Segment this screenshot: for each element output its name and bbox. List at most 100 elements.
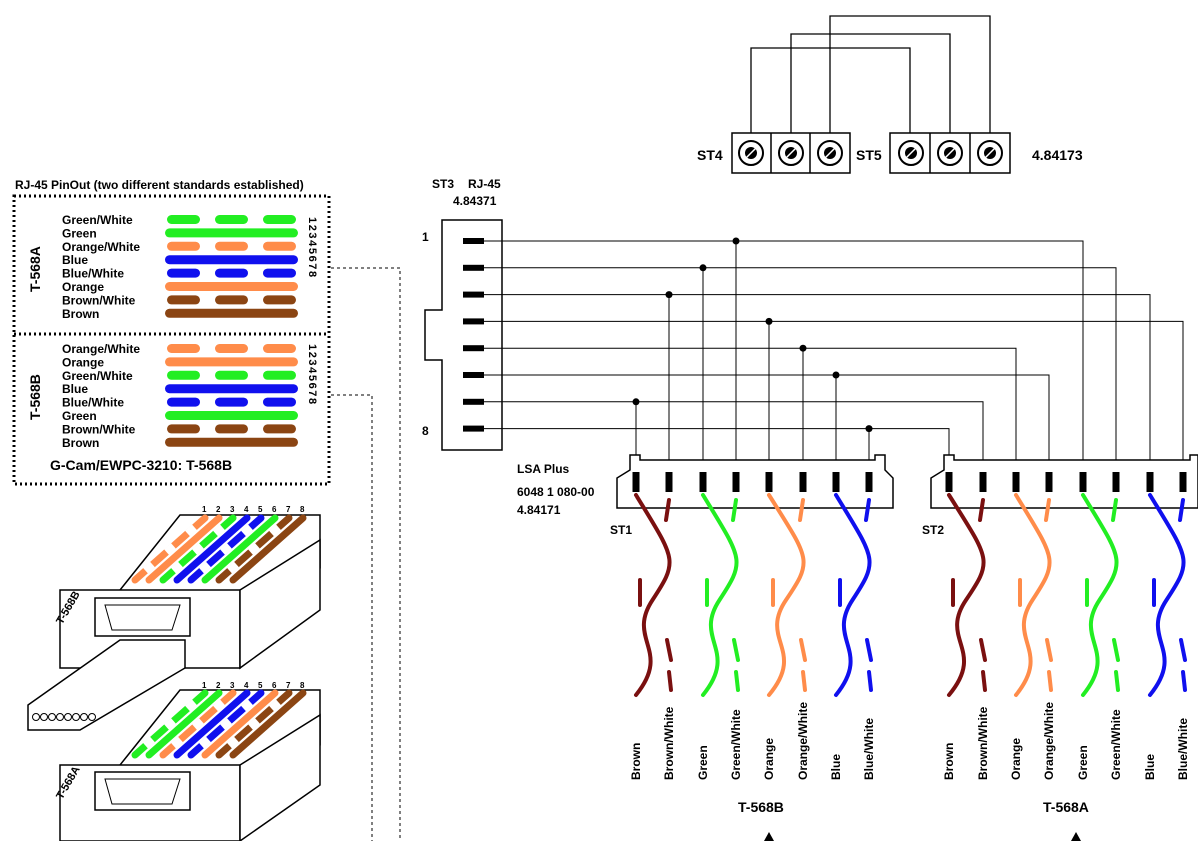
twisted-wire-stripe <box>865 638 873 662</box>
t568b-wire-stripe <box>215 344 248 353</box>
twisted-wire-stripe <box>799 638 807 662</box>
connector-wire <box>201 514 279 584</box>
t568b-side-label: T-568B <box>27 374 43 420</box>
connector-wire-stripe <box>248 718 260 730</box>
t568a-wire-stripe <box>167 215 200 224</box>
connector-wire-stripe <box>220 718 232 730</box>
signal-wire <box>484 347 1017 472</box>
connector-wire-stripe <box>171 736 183 749</box>
rj45-pin-last: 8 <box>422 424 429 438</box>
wire-label: Green/White <box>729 709 743 780</box>
connector-wire-stripe <box>171 561 183 574</box>
rj45-label: RJ-45 <box>468 177 501 191</box>
t568b-wire-bar <box>165 437 298 447</box>
connector-wire <box>145 514 223 584</box>
connector-wire <box>229 514 307 584</box>
twisted-wire-stripe <box>667 670 673 692</box>
t568a-wire-stripe <box>263 295 296 305</box>
wire-label: Blue/White <box>862 718 876 780</box>
lsa-contact <box>1146 472 1154 492</box>
rj45-pin <box>463 238 484 244</box>
rj45-pin <box>463 291 484 298</box>
lsa-contact <box>632 472 640 492</box>
connector-pin-number: 6 <box>272 505 277 514</box>
cable-conductor <box>32 713 40 721</box>
t568a-wire-name: Orange/White <box>62 240 140 254</box>
st5-label: ST5 <box>856 147 882 163</box>
lsa-contact <box>765 472 773 492</box>
twisted-wire-stripe <box>1044 498 1051 522</box>
connector-pin-number: 7 <box>286 681 291 690</box>
t568b-wire-name: Brown/White <box>62 422 136 436</box>
connector-wire-stripe <box>185 699 197 712</box>
st4-label: ST4 <box>697 147 723 163</box>
lsa-block-st2 <box>930 454 1198 509</box>
screw-slot <box>783 145 799 161</box>
lsa-contacts <box>632 472 1187 492</box>
connector-wire-stripe <box>164 718 176 730</box>
rj45-pin-first: 1 <box>422 230 429 244</box>
t568a-wire-name: Brown/White <box>62 293 136 307</box>
t568a-wire-bar <box>165 255 298 265</box>
connector-pin-number: 2 <box>216 505 221 514</box>
lsa-contact <box>832 472 840 492</box>
lsa-part-code: 6048 1 080-00 <box>517 485 595 499</box>
st3-label: ST3 <box>432 177 454 191</box>
t568a-wire-stripe <box>215 215 248 224</box>
wire-junction <box>799 344 807 352</box>
cable-conductor <box>56 713 64 721</box>
t568b-wire-stripe <box>167 344 200 353</box>
t568b-wire-names: Orange/WhiteOrangeGreen/WhiteBlueBlue/Wh… <box>62 342 140 450</box>
connector-pin-number: 5 <box>258 681 263 690</box>
t568a-wire-stripe <box>263 268 296 278</box>
connector-wire-stripe <box>213 524 225 537</box>
t568a-pin-numbers: 12345678 <box>306 217 318 279</box>
rj45-pin <box>463 425 484 432</box>
terminal-link <box>790 33 951 141</box>
lsa-contact <box>1179 472 1187 492</box>
lsa-contact <box>1112 472 1120 492</box>
connector-wire-stripe <box>241 699 253 712</box>
connector-wire-stripe <box>199 736 211 749</box>
signal-wires <box>484 237 1184 472</box>
connector-wire <box>173 514 251 584</box>
connector-wire-stripe <box>269 699 281 712</box>
wire-label: Blue <box>1143 754 1157 780</box>
connector-wire-stripe <box>227 736 239 749</box>
connector-wire-stripe <box>248 543 260 555</box>
connector-pin-number: 1 <box>202 505 207 514</box>
st2-arrow <box>1071 832 1081 841</box>
connector-pin-number: 3 <box>230 681 235 690</box>
signal-wire <box>484 294 1151 472</box>
connector-wire-stripe <box>199 561 211 574</box>
lsa-contact <box>799 472 807 492</box>
pinout-footer: G-Cam/EWPC-3210: T-568B <box>50 457 232 473</box>
connector-pin-number: 1 <box>202 681 207 690</box>
wire-label: Orange/White <box>1042 702 1056 780</box>
t568a-wire-stripe <box>263 241 296 251</box>
t568a-wire-name: Green/White <box>62 213 133 227</box>
connector-wire <box>229 689 307 759</box>
twisted-wire-stripe <box>1181 670 1187 692</box>
connector-pin-number: 8 <box>300 505 305 514</box>
lsa-contact <box>699 472 707 492</box>
terminals-part-number: 4.84173 <box>1032 147 1083 163</box>
twisted-wire-stripe <box>732 638 740 662</box>
t568b-wire-name: Green <box>62 409 97 423</box>
lsa-contact <box>665 472 673 492</box>
t568a-wire-bar <box>165 282 298 291</box>
twisted-wire <box>701 493 739 697</box>
connector-pin-number: 4 <box>244 505 249 514</box>
rj45-jack <box>424 219 503 451</box>
st2-standard-label: T-568A <box>1043 799 1089 815</box>
t568a-wire-name: Blue <box>62 253 88 267</box>
wire-junction <box>665 291 673 299</box>
terminal-wires <box>750 15 991 141</box>
lsa-part-number: 4.84171 <box>517 503 561 517</box>
terminal-link <box>829 15 991 141</box>
t568a-wire-stripe <box>263 215 296 224</box>
wire-label: Orange/White <box>796 702 810 780</box>
connector-wire-stripe <box>164 543 176 555</box>
cable-conductor <box>48 713 56 721</box>
twisted-pairs <box>634 493 1187 697</box>
